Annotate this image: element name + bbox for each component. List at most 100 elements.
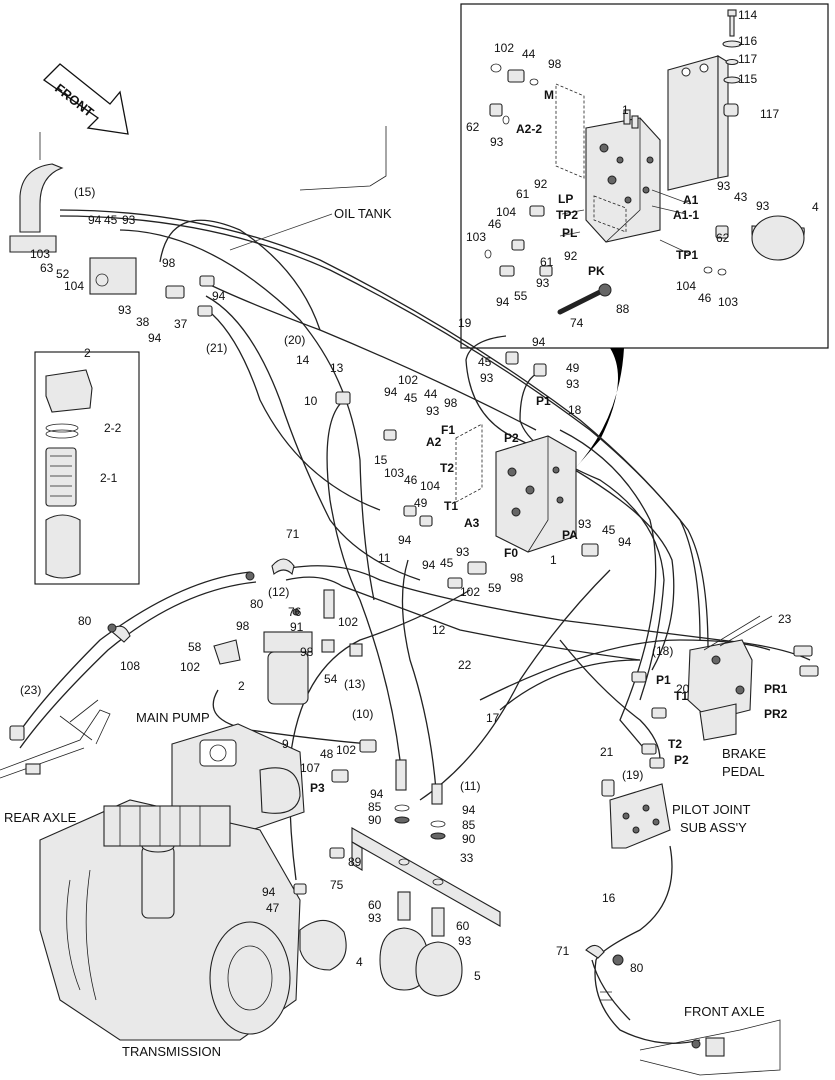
transmission (39, 799, 347, 1041)
part-number-label: 80 (630, 961, 644, 975)
filter-inset-label-2-2: 2-2 (104, 421, 122, 435)
part-number-label: 103 (466, 230, 486, 244)
part-number-label: 10 (304, 394, 318, 408)
part-number-label: 93 (566, 377, 580, 391)
part-number-label: 94 (422, 558, 436, 572)
part-number-label: 98 (300, 645, 314, 659)
part-number-label: 63 (40, 261, 54, 275)
part-number-label: 33 (460, 851, 474, 865)
part-number-label: 13 (330, 361, 344, 375)
part-number-label: 37 (174, 317, 188, 331)
part-number-label: 116 (738, 34, 757, 48)
part-number-label: 104 (420, 479, 440, 493)
part-number-label: 43 (734, 190, 748, 204)
part-number-label: 103 (30, 247, 50, 261)
main-pump-caption: MAIN PUMP (136, 710, 210, 725)
part-number-label: 14 (296, 353, 310, 367)
port-label: PK (588, 264, 605, 278)
port-label: LP (558, 192, 573, 206)
part-number-label: 38 (136, 315, 150, 329)
port-label: A2-2 (516, 122, 542, 136)
part-number-label: 93 (578, 517, 592, 531)
part-number-label: 94 (88, 213, 102, 227)
oil-tank-caption: OIL TANK (334, 206, 392, 221)
part-number-label: 48 (320, 747, 334, 761)
detail-pointer (572, 348, 624, 472)
accumulator-5 (415, 907, 463, 997)
part-number-label: 94 (398, 533, 412, 547)
filter-inset-title: 2 (84, 346, 91, 360)
part-number-label: (13) (344, 677, 365, 691)
part-number-label: 108 (120, 659, 140, 673)
port-label: PA (562, 528, 578, 542)
part-number-label: 23 (778, 612, 792, 626)
port-label: TP2 (556, 208, 578, 222)
part-number-label: 45 (478, 355, 492, 369)
part-number-label: 88 (616, 302, 630, 316)
port-label: T2 (440, 461, 454, 475)
part-number-label: 90 (462, 832, 476, 846)
part-number-label: (10) (352, 707, 373, 721)
part-number-label: 94 (212, 289, 226, 303)
part-number-label: 61 (540, 255, 554, 269)
part-number-label: 46 (698, 291, 712, 305)
part-number-label: 47 (266, 901, 280, 915)
part-number-label: 102 (336, 743, 356, 757)
part-number-label: 54 (324, 672, 338, 686)
port-label: A2 (426, 435, 442, 449)
part-number-label: 71 (556, 944, 570, 958)
transmission-caption: TRANSMISSION (122, 1044, 221, 1059)
filter-inset-label-2-1: 2-1 (100, 471, 118, 485)
part-number-label: 17 (486, 711, 500, 725)
part-number-label: 61 (516, 187, 530, 201)
part-number-label: 93 (717, 179, 731, 193)
part-number-label: 104 (676, 279, 696, 293)
part-number-label: 94 (370, 787, 384, 801)
part-number-label: (19) (622, 768, 643, 782)
part-number-label: 1 (550, 553, 557, 567)
part-number-label: 92 (564, 249, 578, 263)
part-number-label: 74 (570, 316, 584, 330)
part-number-label: 94 (618, 535, 632, 549)
part-number-label: 93 (480, 371, 494, 385)
part-number-label: 85 (462, 818, 476, 832)
part-number-label: 46 (488, 217, 502, 231)
part-number-label: 98 (548, 57, 562, 71)
part-number-label: 44 (522, 47, 536, 61)
front-axle-caption: FRONT AXLE (684, 1004, 765, 1019)
part-number-label: 102 (494, 41, 514, 55)
part-number-label: 55 (514, 289, 528, 303)
part-number-label: 93 (368, 911, 382, 925)
part-number-label: 114 (738, 8, 757, 22)
part-number-label: 117 (760, 107, 779, 121)
part-number-label: 93 (458, 934, 472, 948)
part-number-label: 104 (496, 205, 516, 219)
part-number-label: 98 (236, 619, 250, 633)
filter-inset (34, 351, 140, 585)
part-number-label: 104 (64, 279, 84, 293)
part-number-label: 80 (250, 597, 264, 611)
part-number-label: 93 (118, 303, 132, 317)
port-label: P2 (504, 431, 519, 445)
pilot-joint-caption-line1: PILOT JOINT (672, 802, 751, 817)
brake-pedal-caption-line2: PEDAL (722, 764, 765, 779)
part-number-label: 93 (490, 135, 504, 149)
part-number-label: 93 (536, 276, 550, 290)
part-number-label: 52 (56, 267, 70, 281)
part-number-label: 92 (534, 177, 548, 191)
part-number-label: 102 (180, 660, 200, 674)
part-number-label: 94 (262, 885, 276, 899)
port-label: TP1 (676, 248, 698, 262)
main-valve (455, 423, 577, 553)
port-label: P3 (310, 781, 325, 795)
part-number-label: 16 (602, 891, 616, 905)
part-number-label: 107 (300, 761, 320, 775)
port-label: F0 (504, 546, 518, 560)
part-number-label: 9 (282, 737, 289, 751)
port-label: T2 (668, 737, 682, 751)
port-label: P1 (656, 673, 671, 687)
part-number-label: 60 (368, 898, 382, 912)
part-number-label: 94 (462, 803, 476, 817)
port-label: PL (562, 226, 577, 240)
